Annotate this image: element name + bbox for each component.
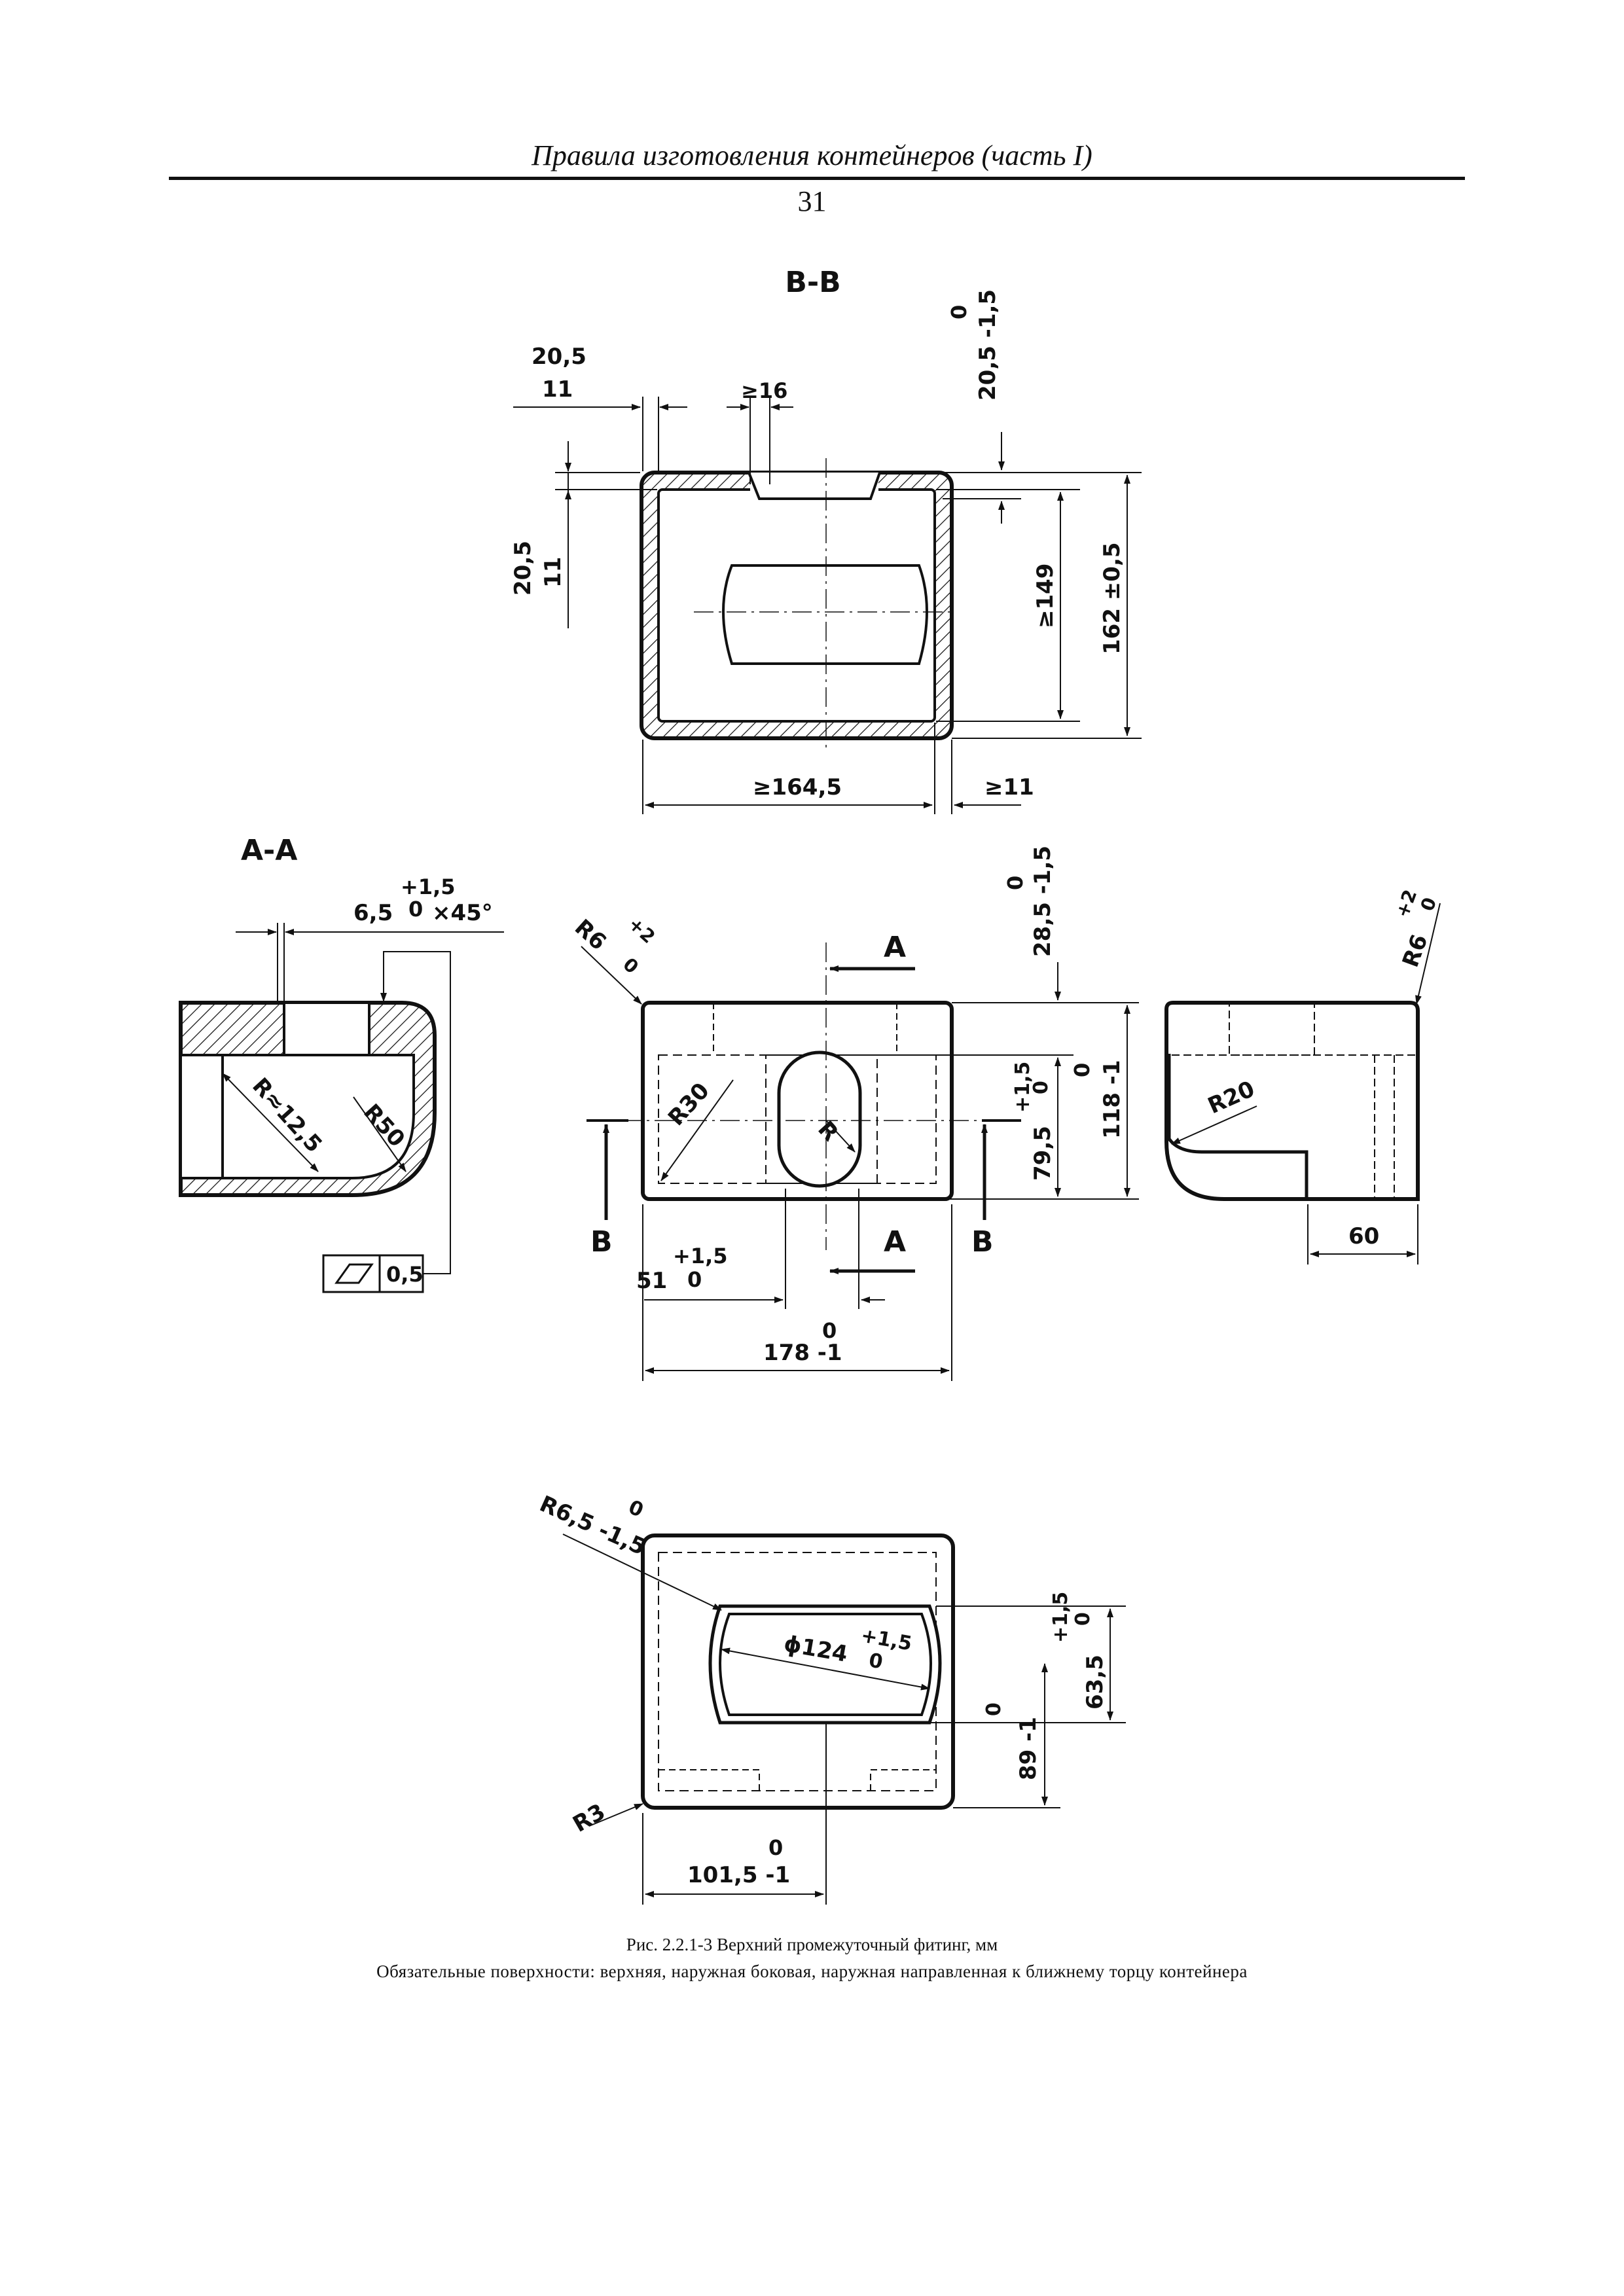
dim-60: 60 [1348,1223,1379,1249]
fv-r-line [825,1120,856,1153]
dim-r3: R3 [569,1799,610,1838]
sv-inner-step [1167,1054,1308,1199]
dim-89: 89 -1 [1015,1717,1041,1780]
dim-20-5-top: 20,5 [532,344,586,370]
aa-left-block [179,1054,224,1179]
fv-r6-leader [581,946,642,1005]
dim-162: 162 ±0,5 [1099,542,1125,655]
front-view: R30 R R6 +2 0 A A B B 0 28,5 -1,5 [569,846,1139,1381]
running-header-title: Правила изготовления контейнеров (часть … [532,139,1092,171]
flatness-value: 0,5 [386,1262,424,1287]
sv-r20-line [1171,1105,1257,1145]
dim-chamfer-angle: ×45° [432,900,493,926]
dim-79-5-plus: +1,5 [1011,1062,1034,1113]
dim-28-5-zero: 0 [1003,876,1028,890]
figure-caption: Рис. 2.2.1-3 Верхний промежуточный фитин… [626,1935,998,1954]
cut-a-label-top: A [884,931,906,964]
dim-51: 51 [636,1268,667,1294]
dim-101-5: 101,5 -1 [687,1862,790,1888]
top-view: ϕ124 +1,5 0 R6,5 -1,5 0 R3 +1,5 0 63,5 0… [535,1491,1126,1905]
section-aa: A-A R≈12,5 R50 6,5 +1,5 0 ×45° [179,834,504,1293]
aa-hole [283,1001,370,1056]
aa-r50-line [353,1096,406,1172]
sv-r6-leader [1415,903,1441,1005]
dim-63-5: 63,5 [1082,1655,1108,1710]
tv-r6-5-leader [562,1534,722,1611]
bb-hole-profile [722,564,928,665]
dim-101-5-zero: 0 [768,1835,783,1860]
dim-63-5-zero: 0 [1072,1612,1094,1626]
dim-118: 118 -1 [1099,1060,1125,1139]
dim-28-5: 28,5 -1,5 [1030,846,1056,957]
fv-r6-zero: 0 [619,954,643,978]
dim-ge11: ≥11 [984,774,1034,800]
dim-chamfer-base: 6,5 [353,900,393,926]
dim-51-zero: 0 [687,1267,702,1292]
tv-hole-inner [719,1613,932,1716]
cut-a-label-bottom: A [884,1225,906,1259]
sv-r6-zero: 0 [1416,895,1441,914]
dim-51-plus: +1,5 [673,1244,728,1268]
dim-ge16: ≥16 [741,378,787,403]
cut-b-label-left: B [590,1225,613,1259]
dim-chamfer-plus: +1,5 [401,874,456,899]
aa-r12-line [222,1073,319,1172]
dim-11-top: 11 [542,376,573,403]
dim-79-5-zero: 0 [1030,1081,1053,1094]
dim-20-5-left: 20,5 [510,541,536,596]
dim-79-5: 79,5 [1030,1126,1056,1181]
flatness-icon [334,1263,374,1284]
dim-178-zero: 0 [822,1318,837,1343]
fv-r30-line [660,1079,734,1181]
bb-top-opening-edge [748,472,881,500]
tv-hidden-bottom [659,1769,936,1791]
figure-caption-note: Обязательные поверхности: верхняя, наруж… [376,1962,1248,1981]
page-number: 31 [797,185,827,217]
flatness-frame [322,1254,424,1293]
section-bb-title: B-B [785,266,840,299]
fv-r6-tol: +2 [624,913,659,948]
sv-r6-label: R6 [1398,931,1434,971]
dim-20-5-1-5: 20,5 -1,5 [975,289,1001,401]
tv-r3-leader [588,1803,643,1827]
header-rule [169,177,1465,180]
dim-r6-5-zero: 0 [625,1496,647,1522]
bb-top-opening [750,473,878,499]
cut-b-label-right: B [971,1225,994,1259]
dim-118-zero: 0 [1070,1063,1094,1077]
side-view: R20 R6 +2 0 60 [1164,887,1441,1265]
sv-outline [1164,1001,1420,1201]
dim-tol-zero: 0 [947,305,971,319]
tv-hole-outer [708,1604,942,1725]
dim-63-5-plus: +1,5 [1049,1592,1072,1643]
dim-11-left: 11 [540,557,566,588]
fv-r6-label: R6 [569,914,611,956]
dim-chamfer-zero: 0 [408,897,423,922]
fv-slot [777,1050,862,1188]
dim-178: 178 -1 [763,1340,842,1366]
section-aa-title: A-A [241,834,297,867]
dim-ge164-5: ≥164,5 [753,774,842,800]
dim-89-zero: 0 [983,1702,1005,1716]
tv-phi-line [721,1647,930,1691]
dim-ge149: ≥149 [1032,564,1058,628]
section-bb: B-B 20,5 11 ≥16 [510,266,1142,814]
